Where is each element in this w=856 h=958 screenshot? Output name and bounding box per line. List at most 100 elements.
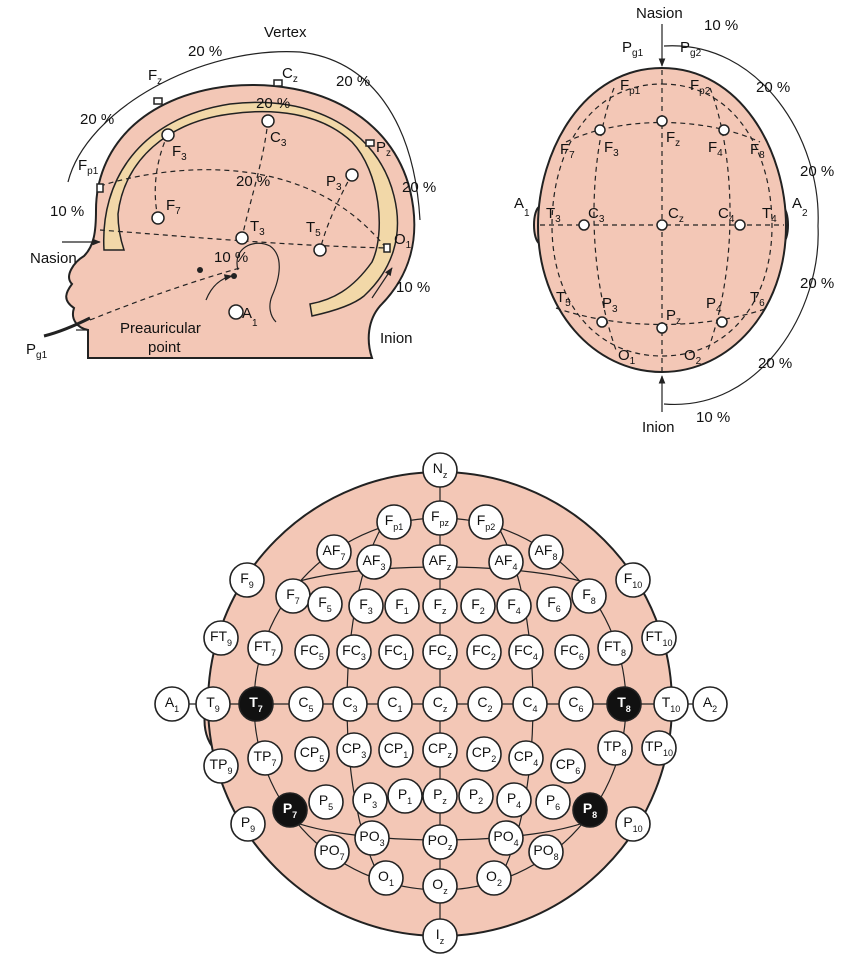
electrode-label-c5: C5 — [298, 694, 313, 714]
electrode-label-p10: P10 — [623, 814, 642, 834]
electrode-label-af4: AF4 — [495, 552, 518, 572]
electrode-label-ft7: FT7 — [254, 638, 276, 658]
electrode-label-a1: A1 — [165, 694, 179, 714]
electrode-p9 — [230, 806, 266, 842]
top-pct-10-bottom: 10 % — [696, 409, 730, 426]
electrode-afz — [422, 544, 458, 580]
electrode-af4 — [488, 544, 524, 580]
top-pct-10-top: 10 % — [704, 17, 738, 34]
top-grid-back — [555, 307, 769, 326]
electrode-pz — [422, 778, 458, 814]
electrode-label-cpz: CPz — [428, 740, 452, 760]
top-electrode-p3 — [596, 316, 608, 328]
top-electrode-c3 — [578, 219, 590, 231]
electrode-cp2 — [466, 736, 502, 772]
side-label-a1: A1 — [242, 305, 258, 329]
electrode-label-a2: A2 — [703, 694, 717, 714]
top-label-pz: Pz — [666, 307, 681, 327]
electrode-fc6 — [554, 634, 590, 670]
electrode-label-cp4: CP4 — [514, 748, 538, 768]
top-view-diagram: Nasion Inion 10 % 20 % 20 % 20 % 20 % 10… — [514, 5, 834, 436]
electrode-fp1 — [376, 504, 412, 540]
side-electrode-o1 — [383, 243, 391, 253]
electrode-f5 — [307, 586, 343, 622]
electrode-t8 — [606, 686, 642, 722]
electrode-fc2 — [466, 634, 502, 670]
side-label-cz: Cz — [282, 65, 298, 85]
top-label-pg2: Pg2 — [680, 39, 702, 59]
electrode-label-t10: T10 — [662, 694, 681, 714]
side-arrow-preauricular — [205, 274, 233, 301]
electrode-label-fc2: FC2 — [472, 642, 496, 662]
side-pct-10-ear: 10 % — [214, 249, 248, 266]
electrode-label-tp7: TP7 — [254, 748, 277, 768]
electrode-o2 — [476, 860, 512, 896]
side-label-c3: C3 — [270, 129, 287, 149]
top-electrode-fz — [656, 115, 668, 127]
top-grid-right — [707, 87, 731, 351]
side-pct-10-left: 10 % — [50, 203, 84, 220]
top-label-f8: F8 — [750, 141, 765, 161]
electrode-label-af8: AF8 — [535, 542, 558, 562]
electrode-label-tp9: TP9 — [210, 756, 233, 776]
electrode-p7 — [272, 792, 308, 828]
side-preauricular-label-1: Preauricular — [120, 320, 201, 337]
electrode-ft7 — [247, 630, 283, 666]
electrode-o1 — [368, 860, 404, 896]
electrode-f3 — [348, 588, 384, 624]
side-ear-dot — [231, 273, 237, 279]
side-label-t5: T5 — [306, 219, 321, 239]
top-pct-20-r1: 20 % — [756, 79, 790, 96]
electrode-label-p4: P4 — [507, 790, 521, 810]
electrode-label-p7: P7 — [283, 800, 297, 820]
electrode-c3 — [332, 686, 368, 722]
electrode-label-fc1: FC1 — [384, 642, 408, 662]
top-label-p3: P3 — [602, 295, 618, 315]
electrode-p1 — [387, 778, 423, 814]
electrode-label-f1: F1 — [395, 596, 409, 616]
side-preauricular-label-2: point — [148, 339, 181, 356]
electrode-label-tp8: TP8 — [604, 738, 627, 758]
top-pct-20-r4: 20 % — [758, 355, 792, 372]
electrode-po7 — [314, 834, 350, 870]
electrode-label-f4: F4 — [507, 596, 521, 616]
electrode-cp4 — [508, 740, 544, 776]
top-label-p4: P4 — [706, 295, 722, 315]
electrode-ft10 — [641, 620, 677, 656]
electrode-label-cp1: CP1 — [384, 740, 408, 760]
top-label-fz: Fz — [666, 129, 680, 149]
electrode-fcz — [422, 634, 458, 670]
top-grid-left — [593, 87, 617, 351]
electrode-label-p2: P2 — [469, 786, 483, 806]
top-arc-right — [663, 45, 819, 405]
top-label-fp1: Fp1 — [620, 77, 641, 97]
electrode-label-fc4: FC4 — [514, 642, 538, 662]
electrode-label-f5: F5 — [318, 594, 332, 614]
electrode-label-f3: F3 — [359, 596, 373, 616]
side-preauricular-dot — [197, 267, 203, 273]
side-pct-top-right: 20 % — [336, 73, 370, 90]
electrode-af7 — [316, 534, 352, 570]
electrode-label-p6: P6 — [546, 792, 560, 812]
side-label-f7: F7 — [166, 197, 181, 217]
electrode-label-f10: F10 — [624, 570, 643, 590]
top-electrode-pz — [656, 322, 668, 334]
side-electrode-c3 — [261, 114, 275, 128]
top-grid-front — [565, 121, 761, 143]
side-pg1-lead — [43, 316, 91, 338]
electrode-label-o1: O1 — [378, 868, 394, 888]
electrode-fp2 — [468, 504, 504, 540]
electrode-cp6 — [550, 748, 586, 784]
electrode-p10 — [615, 806, 651, 842]
electrode-af8 — [528, 534, 564, 570]
electrode-ft8 — [597, 630, 633, 666]
electrode-nz — [422, 452, 458, 488]
side-grid-center — [241, 119, 269, 239]
side-arrow-inion — [371, 267, 393, 299]
side-label-fz: Fz — [148, 67, 162, 87]
top-electrode-p4 — [716, 316, 728, 328]
electrode-p3 — [352, 782, 388, 818]
side-electrode-cz — [273, 79, 283, 87]
side-label-t3: T3 — [250, 218, 265, 238]
